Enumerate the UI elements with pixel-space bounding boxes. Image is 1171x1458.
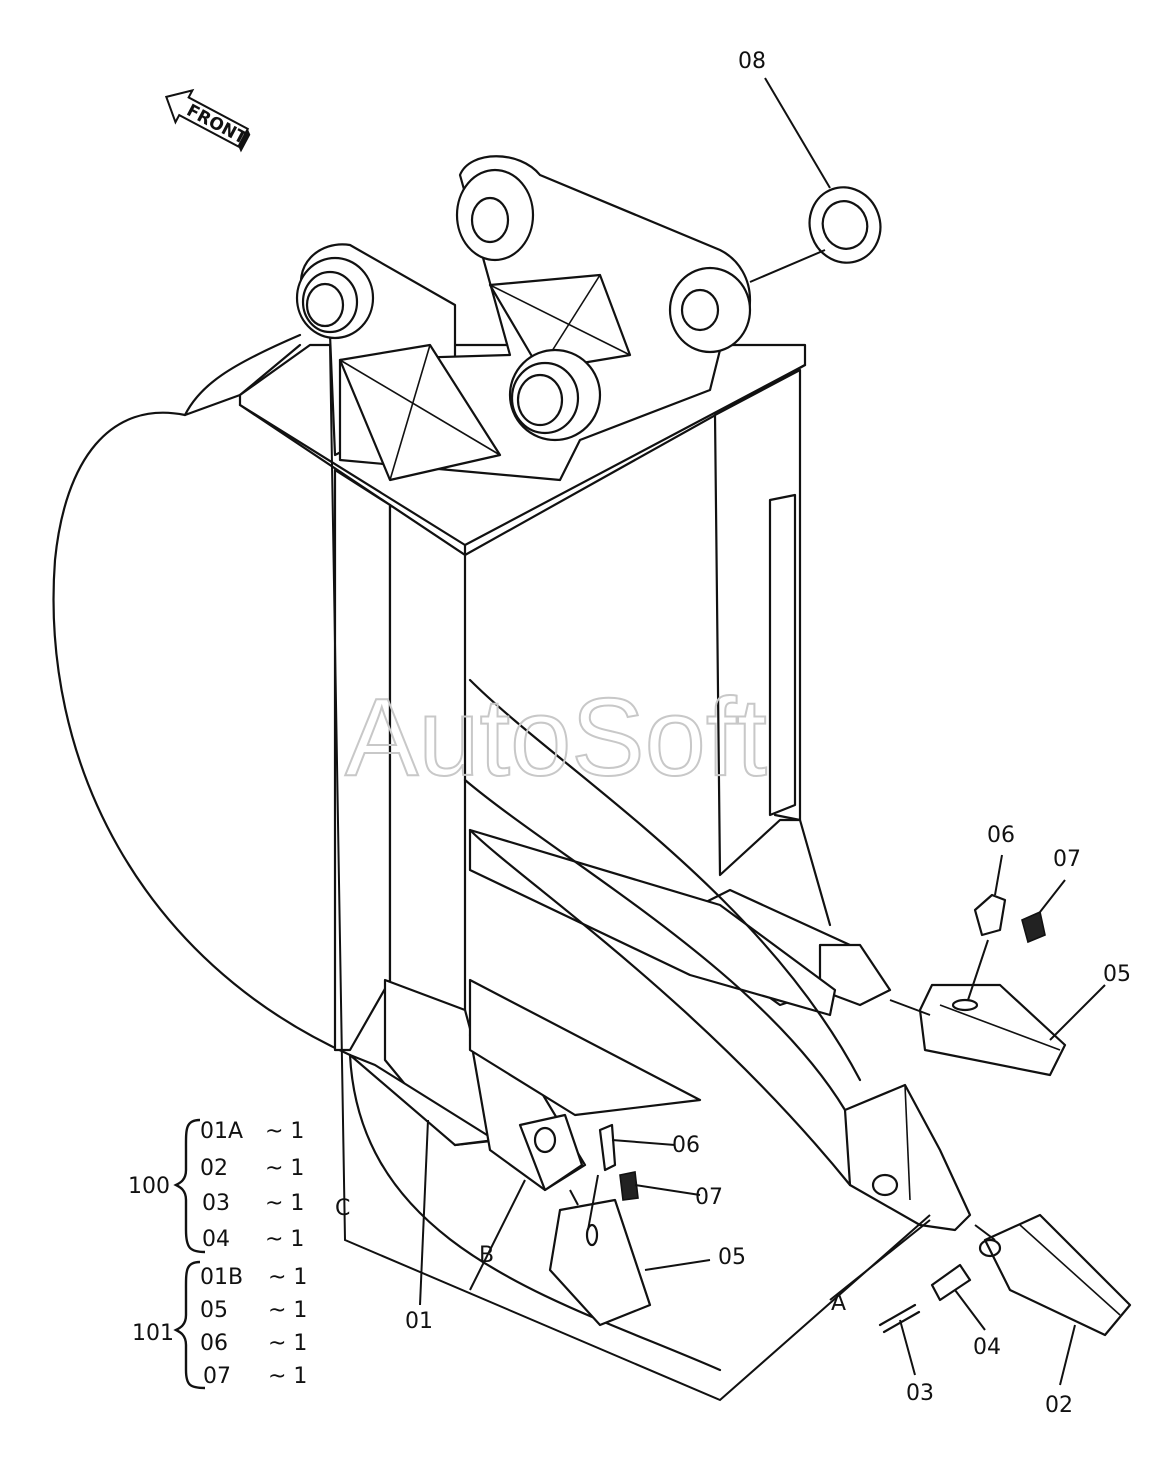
kit-item-part: 06 xyxy=(200,1331,228,1356)
kit-number: 101 xyxy=(132,1321,174,1346)
kit-item-qty: ~ 1 xyxy=(265,1156,304,1181)
kit-item-qty: ~ 1 xyxy=(268,1265,307,1290)
callout-04: 04 xyxy=(973,1335,1001,1360)
kit-item-qty: ~ 1 xyxy=(268,1298,307,1323)
kit-item-part: 04 xyxy=(202,1227,230,1252)
callout-03: 03 xyxy=(906,1381,934,1406)
bucket-lip xyxy=(348,1053,722,1372)
reference-lines xyxy=(329,344,931,1402)
ref-a-label: A xyxy=(831,1291,846,1316)
kit-item-part: 01B xyxy=(200,1265,243,1290)
main-cutting-arm xyxy=(463,678,972,1232)
ref-c-label: C xyxy=(335,1196,350,1221)
bucket-shell xyxy=(52,333,352,1057)
callout-01: 01 xyxy=(405,1309,433,1334)
kit-item-qty: ~ 1 xyxy=(265,1119,304,1144)
kit-item-qty: ~ 1 xyxy=(268,1331,307,1356)
kit-item-qty: ~ 1 xyxy=(265,1227,304,1252)
callout-07-right: 07 xyxy=(1053,847,1081,872)
callout-leaders xyxy=(587,77,1106,1386)
kit-100: 100 01A ~ 1 02 ~ 1 03 ~ 1 04 ~ 1 xyxy=(128,1118,304,1254)
kit-item-part: 07 xyxy=(203,1364,231,1389)
point-tooth-assembly xyxy=(878,1213,1132,1337)
kit-item-qty: ~ 1 xyxy=(265,1191,304,1216)
callout-05-left: 05 xyxy=(718,1245,746,1270)
kit-item-part: 05 xyxy=(200,1298,228,1323)
callout-05-right: 05 xyxy=(1103,962,1131,987)
callout-07-left: 07 xyxy=(695,1185,723,1210)
part-08-seal xyxy=(749,186,882,283)
front-arrow-icon: FRONT xyxy=(164,88,251,153)
kit-101: 101 01B ~ 1 05 ~ 1 06 ~ 1 07 ~ 1 xyxy=(132,1260,307,1390)
right-tooth-set xyxy=(889,893,1067,1077)
kit-item-part: 01A xyxy=(200,1119,243,1144)
watermark: AutoSoft xyxy=(345,676,767,799)
callout-06-left: 06 xyxy=(672,1133,700,1158)
kit-item-qty: ~ 1 xyxy=(268,1364,307,1389)
kit-item-part: 02 xyxy=(200,1156,228,1181)
ref-b-label: B xyxy=(479,1243,494,1268)
shank-right xyxy=(468,368,892,1017)
callout-08: 08 xyxy=(738,49,766,74)
left-tooth-set xyxy=(548,1123,652,1327)
callout-06-right: 06 xyxy=(987,823,1015,848)
callout-02: 02 xyxy=(1045,1393,1073,1418)
pin-bosses xyxy=(295,168,752,442)
kit-item-part: 03 xyxy=(202,1191,230,1216)
kit-number: 100 xyxy=(128,1174,170,1199)
shank-left xyxy=(333,468,702,1192)
